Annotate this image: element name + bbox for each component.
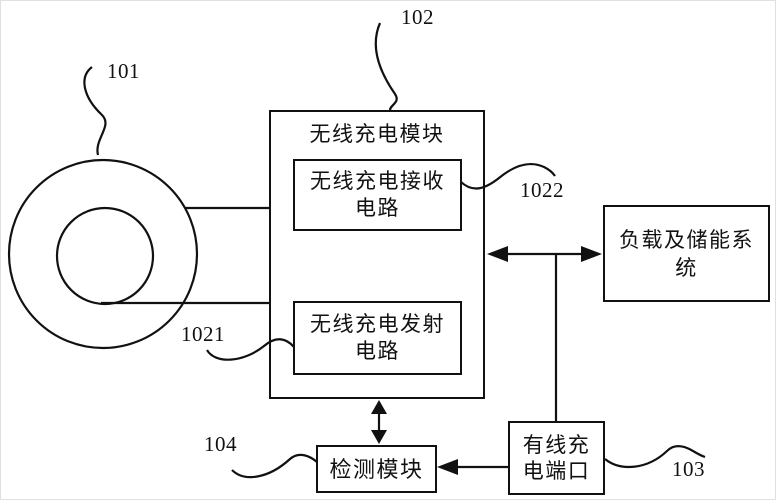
arrowhead-up-module [371,400,387,414]
leader-103 [604,445,706,469]
arrowhead-down-detect [371,430,387,444]
wired-port-label-line1: 有线充 [522,433,591,457]
ref-label-101: 101 [107,59,140,83]
wireless-module-title: 无线充电模块 [309,122,445,146]
leader-101 [83,66,107,156]
coil-outer-circle [7,158,199,350]
detect-module-box: 检测模块 [316,445,437,493]
detect-module-label: 检测模块 [329,456,424,482]
ref-label-102: 102 [401,5,434,29]
leader-1022 [460,163,556,190]
transmitter-circuit-box: 无线充电发射 电路 [293,301,462,375]
wired-port-box: 有线充 电端口 [508,421,605,495]
ref-label-1022: 1022 [520,178,564,202]
transmitter-circuit-label-line2: 电路 [355,339,400,363]
leader-1021 [206,338,295,361]
wired-port-label-line2: 电端口 [522,459,591,483]
load-storage-label-line2: 统 [675,255,698,280]
receiver-circuit-box: 无线充电接收 电路 [293,159,462,231]
leader-102 [374,22,398,112]
transmitter-circuit-label-line1: 无线充电发射 [310,312,445,336]
ref-label-1021: 1021 [181,322,225,346]
coil-inner-circle [55,206,155,306]
arrowhead-left-detect [437,459,458,475]
ref-label-104: 104 [204,432,237,456]
arrowhead-left-module [487,246,508,262]
load-storage-box: 负载及储能系 统 [603,205,770,302]
arrowhead-right-load [581,246,602,262]
receiver-circuit-label-line2: 电路 [355,196,400,220]
wireless-module-box: 无线充电模块 [269,110,485,399]
leader-104 [231,453,318,479]
receiver-circuit-label-line1: 无线充电接收 [310,169,445,193]
load-storage-label-line1: 负载及储能系 [619,227,754,252]
ref-label-103: 103 [672,457,705,481]
